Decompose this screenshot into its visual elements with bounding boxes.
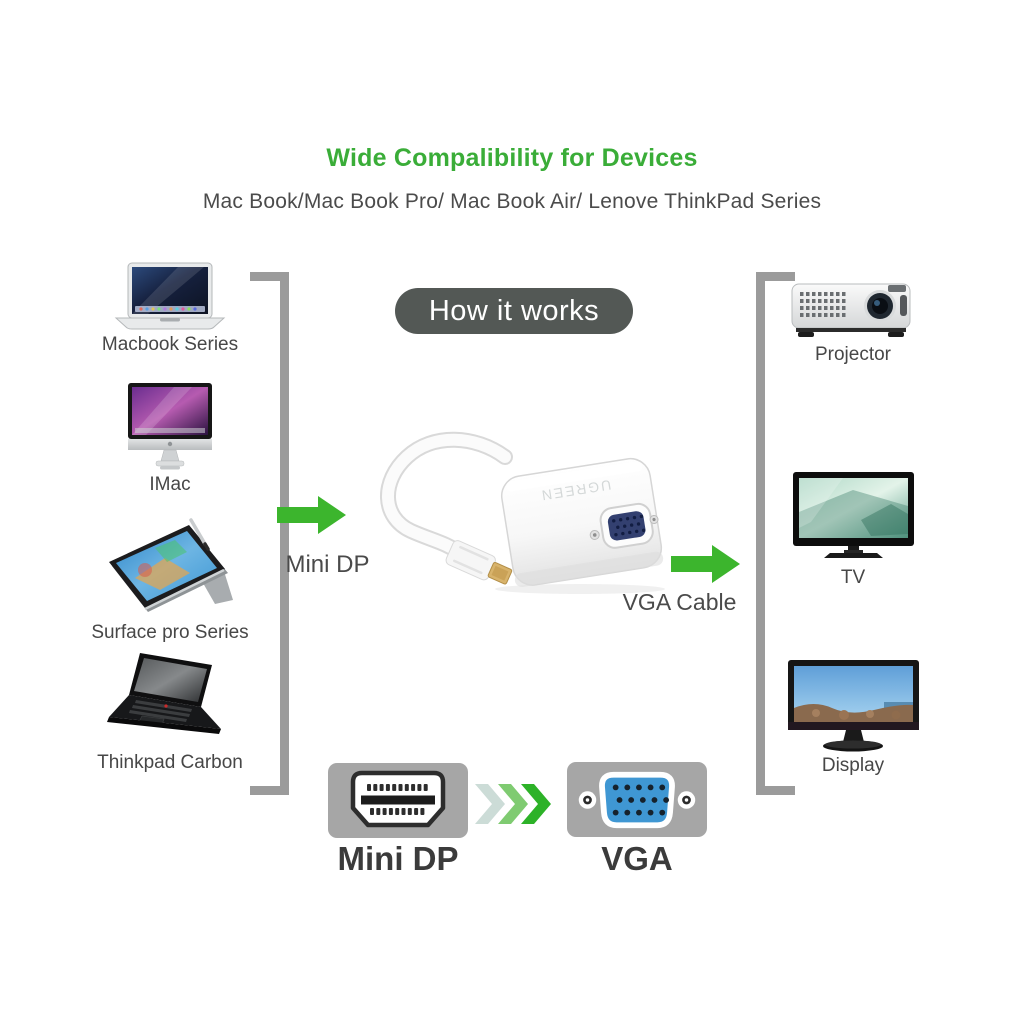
- conversion-chevrons-icon: [475, 784, 551, 824]
- mini-dp-arrow-icon: [277, 496, 346, 534]
- output-device-tv: TV: [788, 470, 918, 589]
- source-device-label: IMac: [149, 474, 191, 495]
- imac-image: [128, 383, 212, 470]
- output-device-label: TV: [840, 567, 866, 588]
- vga-connector-block: [567, 762, 707, 837]
- how-it-works-label: How it works: [428, 294, 600, 327]
- output-devices-bracket: [756, 272, 795, 795]
- surface-image: [109, 518, 233, 612]
- source-devices-bracket: [250, 272, 289, 795]
- adapter-product-image: UGREEN: [380, 431, 665, 594]
- how-it-works-badge: How it works: [395, 288, 633, 334]
- tv-image: [792, 472, 914, 558]
- source-device-label: Surface pro Series: [91, 622, 249, 643]
- output-device-label: Projector: [814, 344, 892, 365]
- source-device-label: Thinkpad Carbon: [97, 752, 243, 773]
- mini-dp-connector-label: Mini DP: [337, 840, 459, 877]
- display-image: [787, 660, 919, 752]
- thinkpad-image: [107, 653, 221, 734]
- macbook-image: [114, 262, 226, 330]
- source-device-surface: Surface pro Series: [85, 518, 255, 644]
- page-subtitle: Mac Book/Mac Book Pro/ Mac Book Air/ Len…: [202, 190, 822, 213]
- vga-port-icon: [578, 771, 696, 828]
- output-device-display: Display: [783, 658, 923, 777]
- source-device-thinkpad: Thinkpad Carbon: [90, 650, 250, 774]
- page-title: Wide Compalibility for Devices: [326, 144, 698, 172]
- vga-cable-arrow-icon: [671, 545, 740, 583]
- source-device-macbook: Macbook Series: [92, 262, 248, 356]
- mini-dp-port-icon: [350, 770, 446, 827]
- mini-dp-connector-block: [328, 763, 468, 838]
- output-device-projector: Projector: [783, 278, 923, 366]
- source-device-imac: IMac: [92, 382, 248, 496]
- projector-image: [791, 283, 911, 337]
- vga-connector-label: VGA: [601, 840, 673, 877]
- mini-dp-input-label: Mini DP: [285, 551, 370, 578]
- source-device-label: Macbook Series: [101, 334, 239, 355]
- output-device-label: Display: [821, 755, 885, 776]
- vga-cable-output-label: VGA Cable: [622, 589, 737, 615]
